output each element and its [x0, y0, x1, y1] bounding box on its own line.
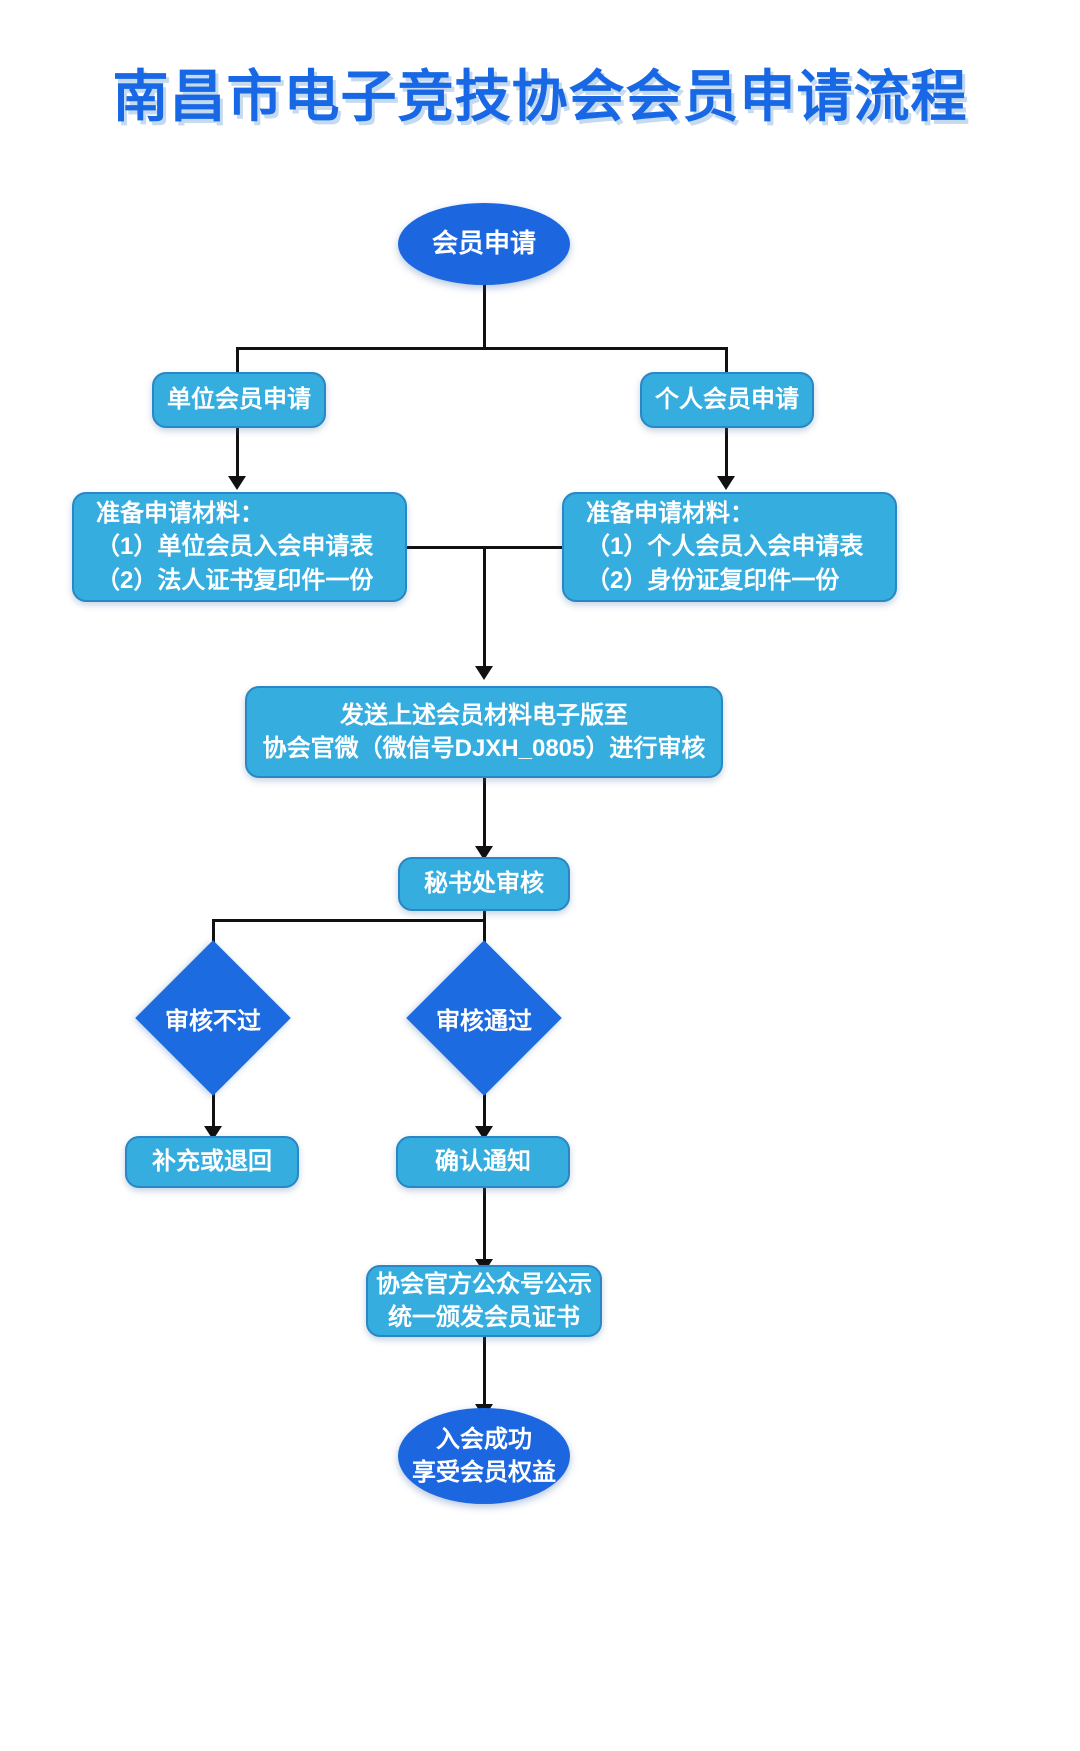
- connector-split-bus: [236, 347, 728, 350]
- node-branch-person[interactable]: 个人会员申请: [640, 372, 814, 428]
- connector-org-to-materials: [236, 428, 239, 480]
- node-materials-org[interactable]: 准备申请材料： （1）单位会员入会申请表 （2）法人证书复印件一份: [72, 492, 407, 602]
- connector-start-down: [483, 285, 486, 347]
- connector-fail-to-result: [212, 1073, 215, 1131]
- node-decision-fail[interactable]: 审核不过: [135, 940, 291, 1096]
- node-publicize-certificate[interactable]: 协会官方公众号公示 统一颁发会员证书: [366, 1265, 602, 1337]
- connector-person-to-materials: [725, 428, 728, 480]
- node-materials-person[interactable]: 准备申请材料： （1）个人会员入会申请表 （2）身份证复印件一份: [562, 492, 897, 602]
- connector-publicize-to-end: [483, 1337, 486, 1409]
- decision-fail-label: 审核不过: [165, 1007, 261, 1035]
- arrowhead-to-review: [475, 846, 493, 860]
- node-secretariat-review[interactable]: 秘书处审核: [398, 857, 570, 911]
- node-start[interactable]: 会员申请: [398, 203, 570, 285]
- arrowhead-to-materials-org: [228, 476, 246, 490]
- node-result-confirm[interactable]: 确认通知: [396, 1136, 570, 1188]
- connector-decision-bus: [212, 919, 486, 922]
- node-submit-materials[interactable]: 发送上述会员材料电子版至 协会官微（微信号DJXH_0805）进行审核: [245, 686, 723, 778]
- decision-pass-label: 审核通过: [436, 1007, 532, 1035]
- connector-materials-person-left: [483, 546, 564, 549]
- arrowhead-to-materials-person: [717, 476, 735, 490]
- node-end-success[interactable]: 入会成功 享受会员权益: [398, 1408, 570, 1504]
- connector-pass-to-result: [483, 1073, 486, 1131]
- page-title: 南昌市电子竞技协会会员申请流程: [112, 65, 968, 128]
- arrowhead-to-submit: [475, 666, 493, 680]
- connector-materials-org-right: [407, 546, 485, 549]
- node-branch-org[interactable]: 单位会员申请: [152, 372, 326, 428]
- connector-merge-to-submit: [483, 546, 486, 670]
- node-decision-pass[interactable]: 审核通过: [406, 940, 562, 1096]
- connector-submit-to-review: [483, 778, 486, 850]
- node-result-supplement[interactable]: 补充或退回: [125, 1136, 299, 1188]
- connector-confirm-to-publicize: [483, 1188, 486, 1264]
